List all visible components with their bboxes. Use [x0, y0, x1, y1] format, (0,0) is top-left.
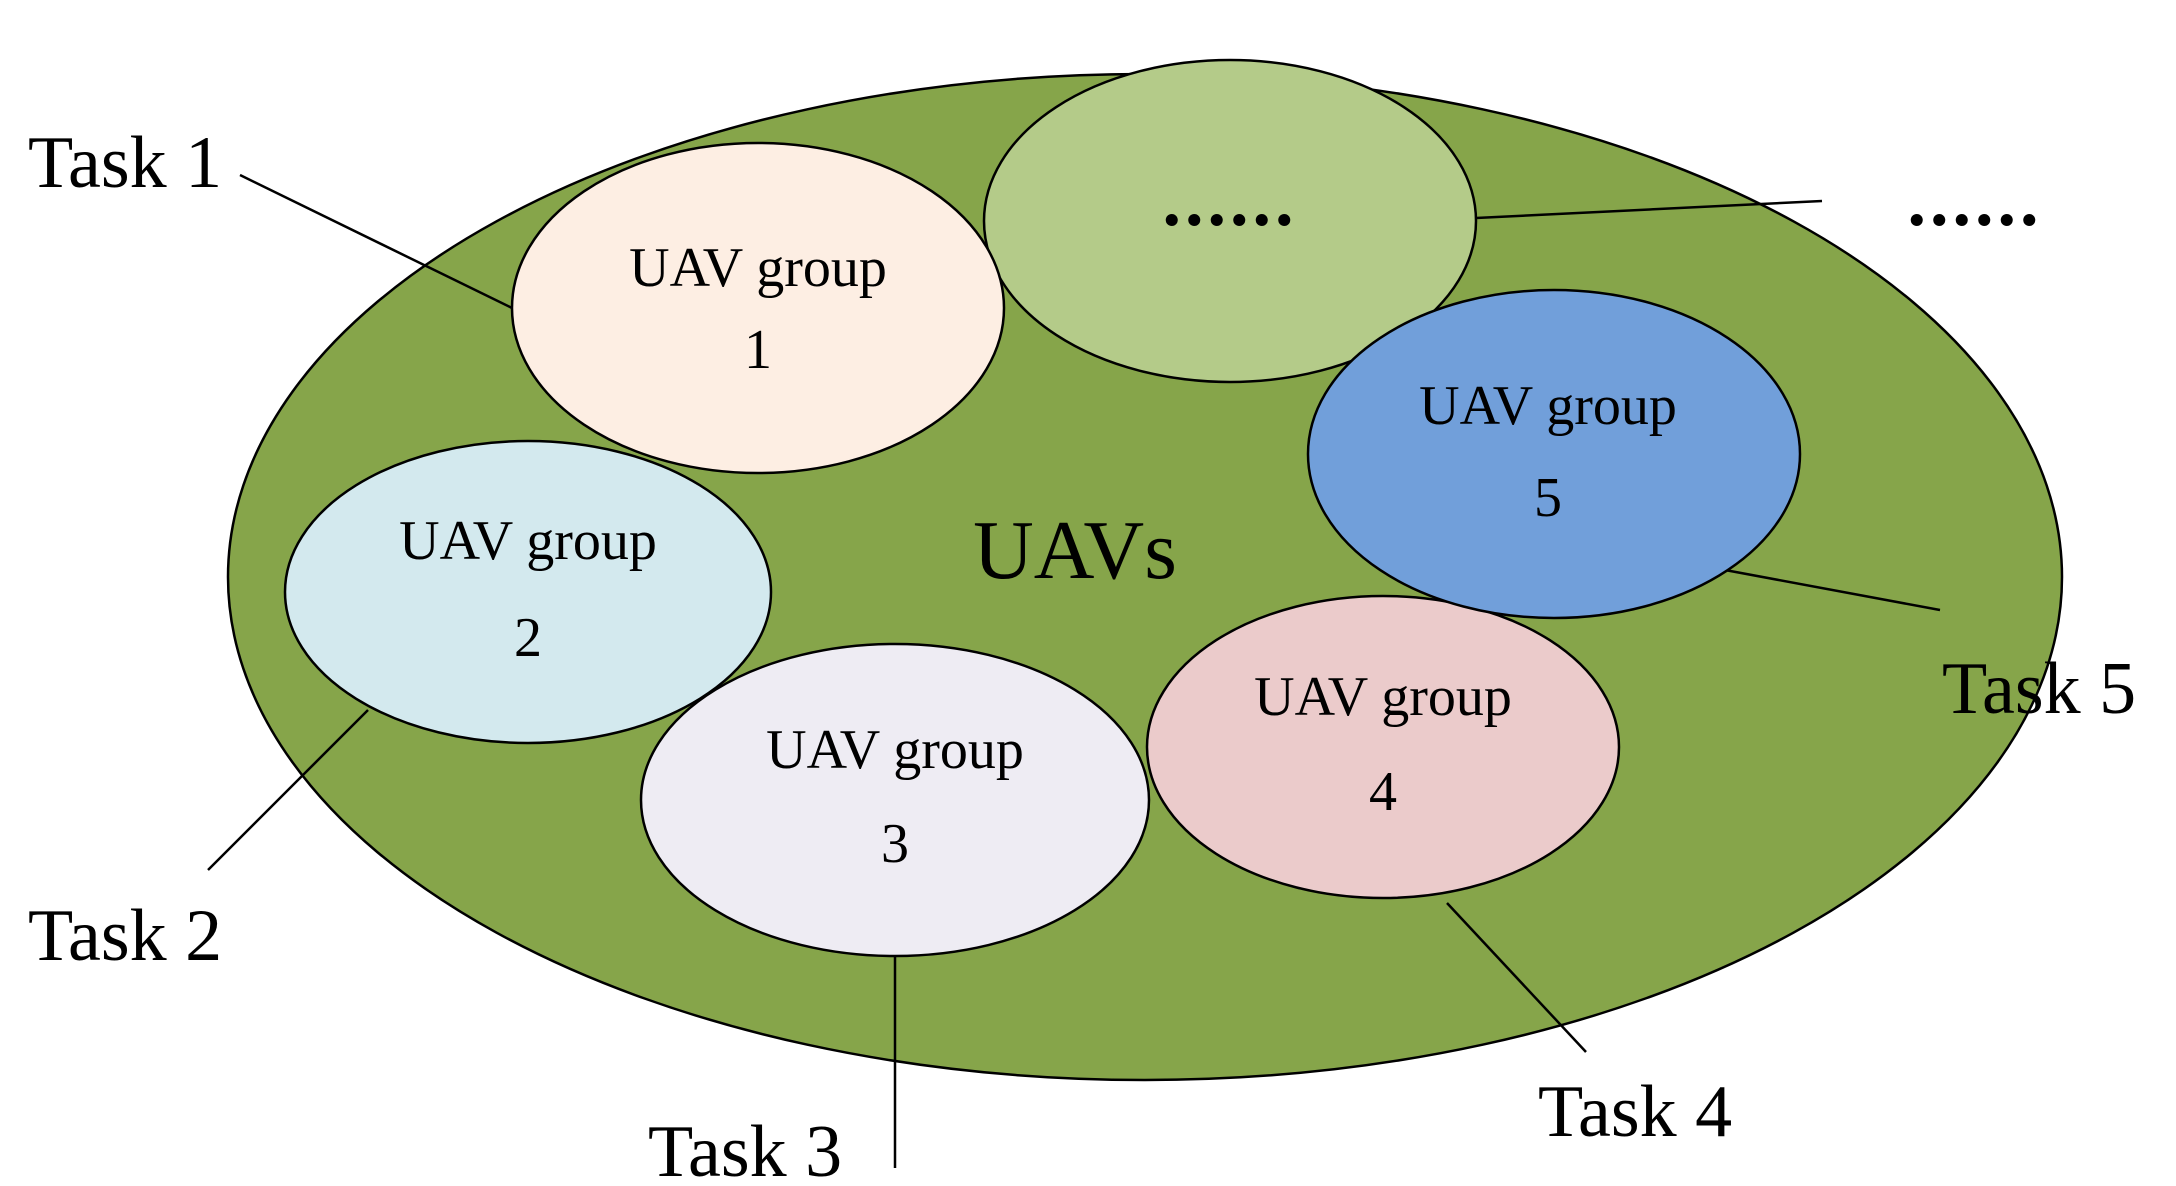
uav-group-4-number: 4 — [1369, 761, 1397, 823]
uav-group-2-label: UAV group — [399, 510, 657, 572]
uav-group-5-ellipse — [1306, 288, 1802, 620]
uav-group-4-ellipse — [1145, 594, 1621, 900]
uavs-center-label: UAVs — [973, 504, 1177, 597]
more-task-leader-line — [1475, 199, 1823, 220]
task-2-leader-line — [207, 709, 369, 871]
uav-group-1-number: 1 — [744, 319, 772, 381]
uav-group-1-ellipse — [510, 141, 1006, 475]
uav-group-3-ellipse — [639, 642, 1151, 958]
uav-group-2-number: 2 — [514, 607, 542, 669]
uav-group-3-number: 3 — [881, 813, 909, 875]
more-tasks-dots: ...... — [1908, 160, 2043, 242]
uav-group-4-label: UAV group — [1254, 666, 1512, 728]
task-1-label: Task 1 — [28, 122, 222, 204]
task-5-label: Task 5 — [1942, 648, 2136, 730]
uav-group-5-number: 5 — [1534, 467, 1562, 529]
uav-group-1-label: UAV group — [629, 237, 887, 299]
uav-group-5-label: UAV group — [1419, 375, 1677, 437]
task-2-label: Task 2 — [28, 895, 222, 977]
uav-group-3-label: UAV group — [766, 719, 1024, 781]
task-5-leader-line — [1724, 568, 1941, 612]
more-groups-ellipse — [982, 58, 1478, 384]
task-3-label: Task 3 — [648, 1111, 842, 1186]
more-groups-dots: ...... — [1163, 160, 1298, 242]
task-4-leader-line — [1446, 902, 1587, 1053]
task-1-leader-line — [239, 173, 513, 310]
uav-group-2-ellipse — [283, 439, 773, 745]
task-4-label: Task 4 — [1538, 1071, 1732, 1153]
